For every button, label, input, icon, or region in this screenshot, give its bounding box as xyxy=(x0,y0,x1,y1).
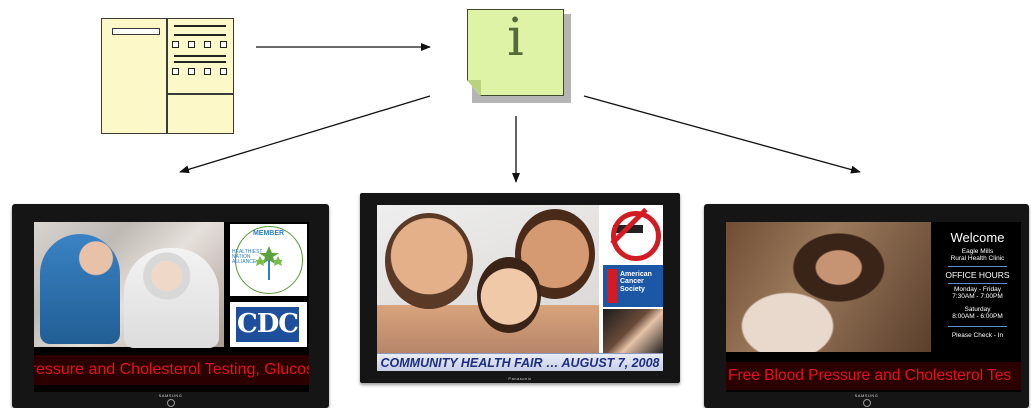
welcome-title: Welcome xyxy=(950,230,1005,245)
left-tv-screen: MEMBER HEALTHIEST NATION ALLIANCE CDC Pr… xyxy=(34,222,309,392)
info-glyph: i xyxy=(507,8,524,68)
tree-icon xyxy=(256,246,282,280)
mother-and-baby-photo xyxy=(726,222,931,352)
center-tv-screen: American Cancer Society COMMUNITY HEALTH… xyxy=(377,205,663,371)
cdc-logo-panel: CDC xyxy=(230,302,307,347)
children-photo xyxy=(377,205,599,353)
right-tv-screen: Welcome Eagle Mills Rural Health Clinic … xyxy=(726,222,1021,392)
left-tv-display: MEMBER HEALTHIEST NATION ALLIANCE CDC Pr… xyxy=(12,204,329,408)
right-tv-brand: SAMSUNG xyxy=(854,393,879,398)
right-tv-power-icon xyxy=(862,399,871,407)
check-in-text: Please Check - In xyxy=(951,332,1004,339)
form-field-box xyxy=(112,28,160,35)
left-tv-ticker-text: Pressure and Cholesterol Testing, Glucos… xyxy=(34,361,309,378)
form-document-icon xyxy=(101,18,234,134)
right-tv-ticker: Free Blood Pressure and Cholesterol Tes xyxy=(726,362,1021,390)
office-hours-heading: OFFICE HOURS xyxy=(945,270,1010,280)
american-cancer-society-logo: American Cancer Society xyxy=(603,265,663,307)
clinic-info-panel: Welcome Eagle Mills Rural Health Clinic … xyxy=(934,222,1021,352)
healthiest-nation-alliance-logo: MEMBER HEALTHIEST NATION ALLIANCE xyxy=(230,224,307,296)
arrow-info-to-right-tv xyxy=(583,95,861,174)
saturday-hours: Saturday 8:00AM - 6:00PM xyxy=(952,306,1003,321)
breaking-cigarette-photo xyxy=(603,309,663,353)
center-tv-display: American Cancer Society COMMUNITY HEALTH… xyxy=(360,193,680,383)
weekday-hours: Monday - Friday 7:30AM - 7:00PM xyxy=(952,286,1003,301)
left-tv-power-icon xyxy=(166,399,175,407)
center-tv-banner-text: COMMUNITY HEALTH FAIR … AUGUST 7, 2008 xyxy=(380,356,660,370)
no-smoking-icon xyxy=(603,205,663,263)
center-tv-brand: Panasonic xyxy=(508,376,532,381)
info-note-icon: i xyxy=(467,9,564,96)
right-tv-ticker-text: Free Blood Pressure and Cholesterol Tes xyxy=(728,367,1012,384)
clinic-name: Eagle Mills Rural Health Clinic xyxy=(950,248,1005,263)
center-tv-banner: COMMUNITY HEALTH FAIR … AUGUST 7, 2008 xyxy=(377,353,663,371)
elderly-couple-photo xyxy=(34,222,224,348)
left-tv-brand: SAMSUNG xyxy=(158,393,183,398)
right-tv-display: Welcome Eagle Mills Rural Health Clinic … xyxy=(704,204,1029,408)
cdc-logo: CDC xyxy=(236,307,299,342)
left-tv-ticker: Pressure and Cholesterol Testing, Glucos… xyxy=(34,355,309,385)
